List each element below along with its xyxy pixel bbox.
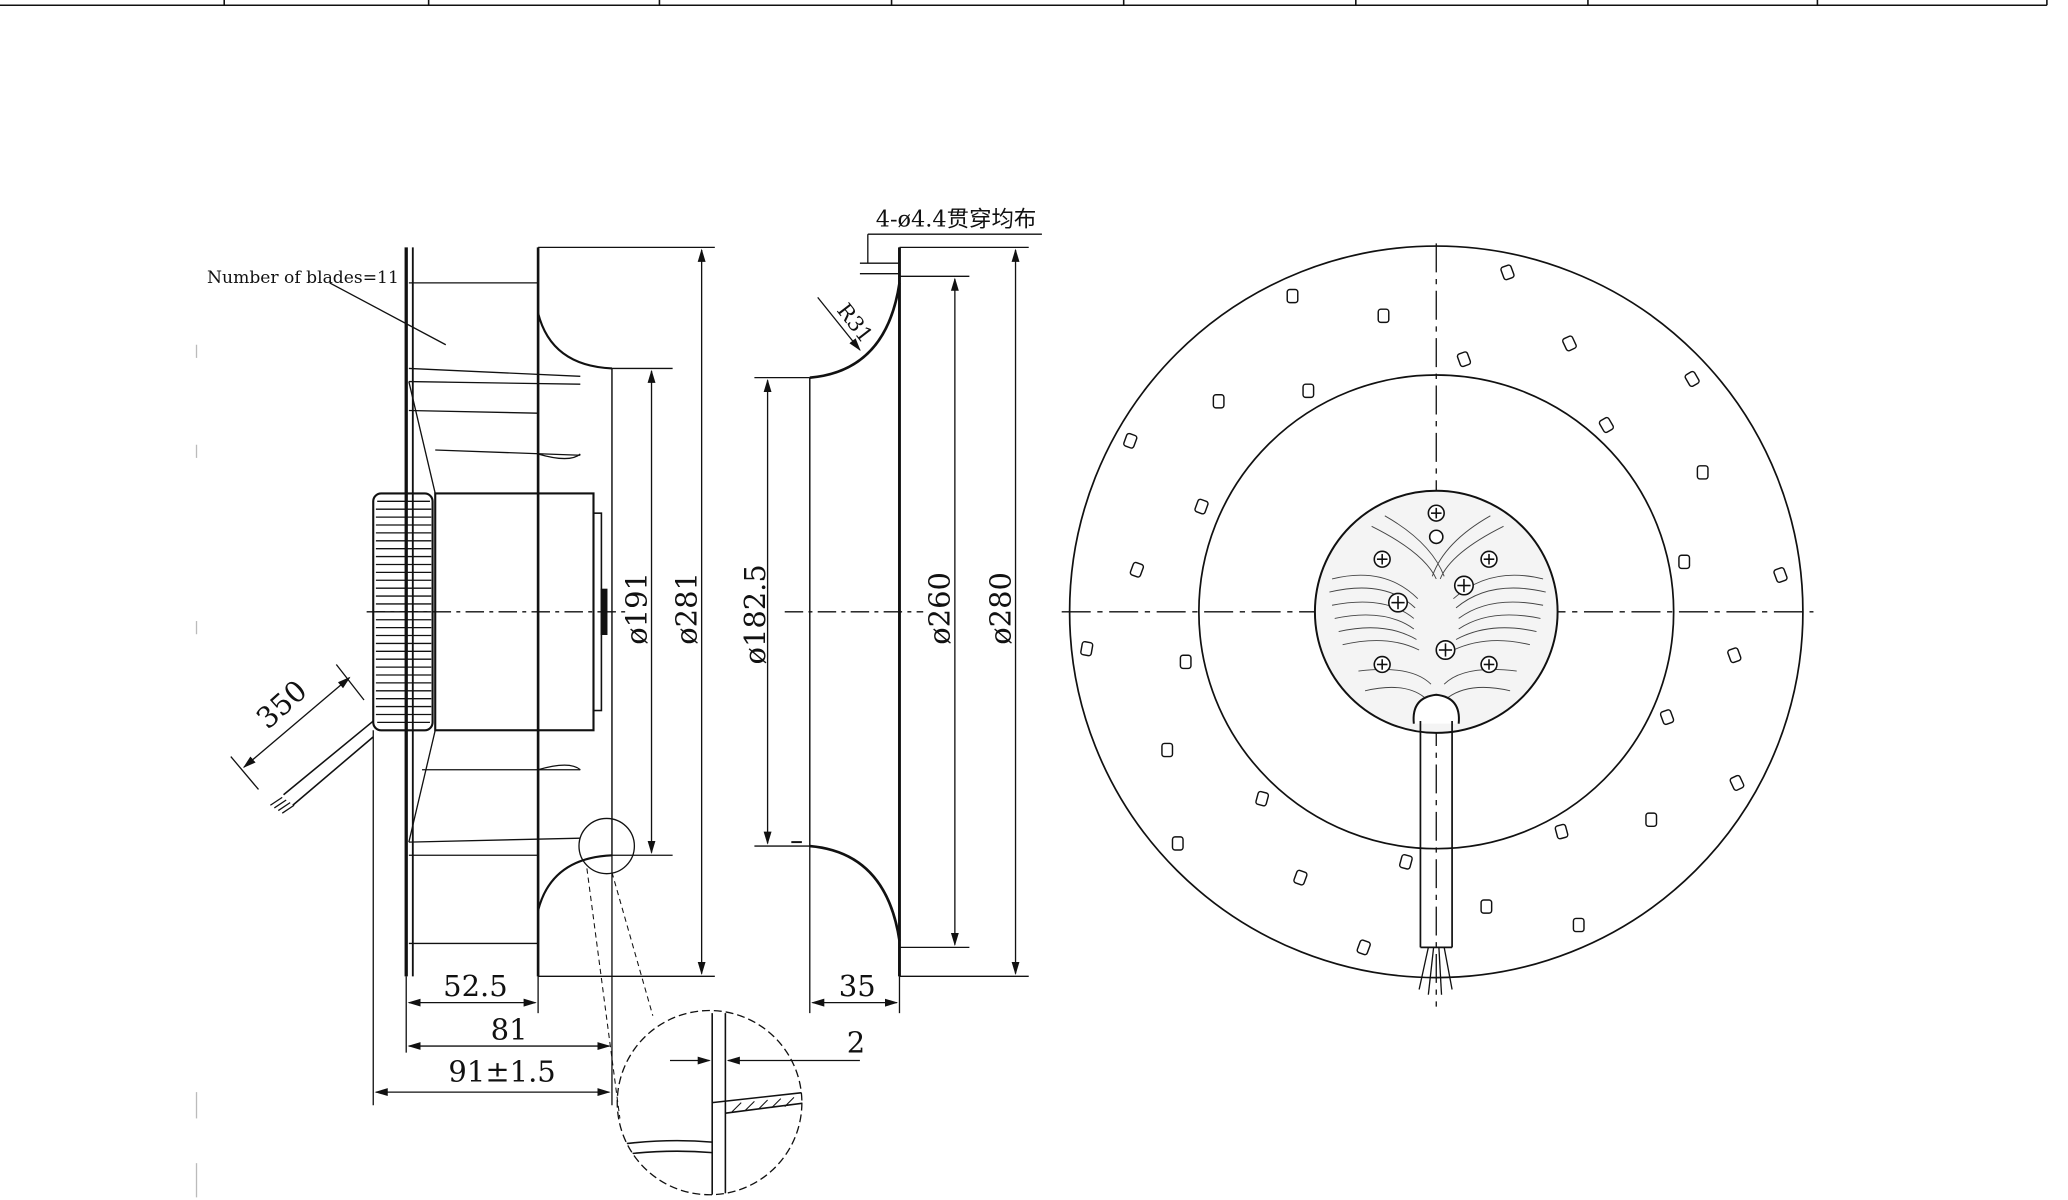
dim-182-5: ø182.5 <box>738 564 772 664</box>
title-block-table <box>0 0 2048 7</box>
dim-281: ø281 <box>669 572 703 645</box>
blade-note-leader <box>329 282 447 346</box>
fan-front-view <box>1061 243 1814 1007</box>
dim-260: ø260 <box>923 572 957 645</box>
side-view-horizontal-dimensions <box>372 730 613 1106</box>
hole-note: 4-ø4.4贯穿均布 <box>876 206 1037 232</box>
hub-pattern <box>1329 515 1546 698</box>
dim-91: 91±1.5 <box>448 1055 555 1089</box>
rotor-fins <box>375 500 432 724</box>
radius-label: R31 <box>832 298 878 347</box>
dim-191: ø191 <box>619 572 653 645</box>
detail-callout <box>578 817 860 1196</box>
dim-52-5: 52.5 <box>443 969 508 1003</box>
blade-count-note: Number of blades=11 <box>207 268 399 288</box>
inlet-ring-dimensions <box>754 233 1042 1014</box>
front-cable <box>1412 693 1460 995</box>
inlet-ring-view <box>784 247 924 977</box>
cable <box>270 720 374 814</box>
dim-280: ø280 <box>983 572 1017 645</box>
dim-2: 2 <box>847 1026 865 1060</box>
dim-35: 35 <box>839 969 876 1003</box>
dim-81: 81 <box>491 1013 528 1047</box>
side-view-vertical-dimensions <box>538 246 715 977</box>
hub-screw-crosses <box>1376 507 1495 670</box>
blade-rivets <box>1080 264 1788 956</box>
cable-length-dimension <box>230 664 365 790</box>
cable-length-label: 350 <box>250 673 314 735</box>
